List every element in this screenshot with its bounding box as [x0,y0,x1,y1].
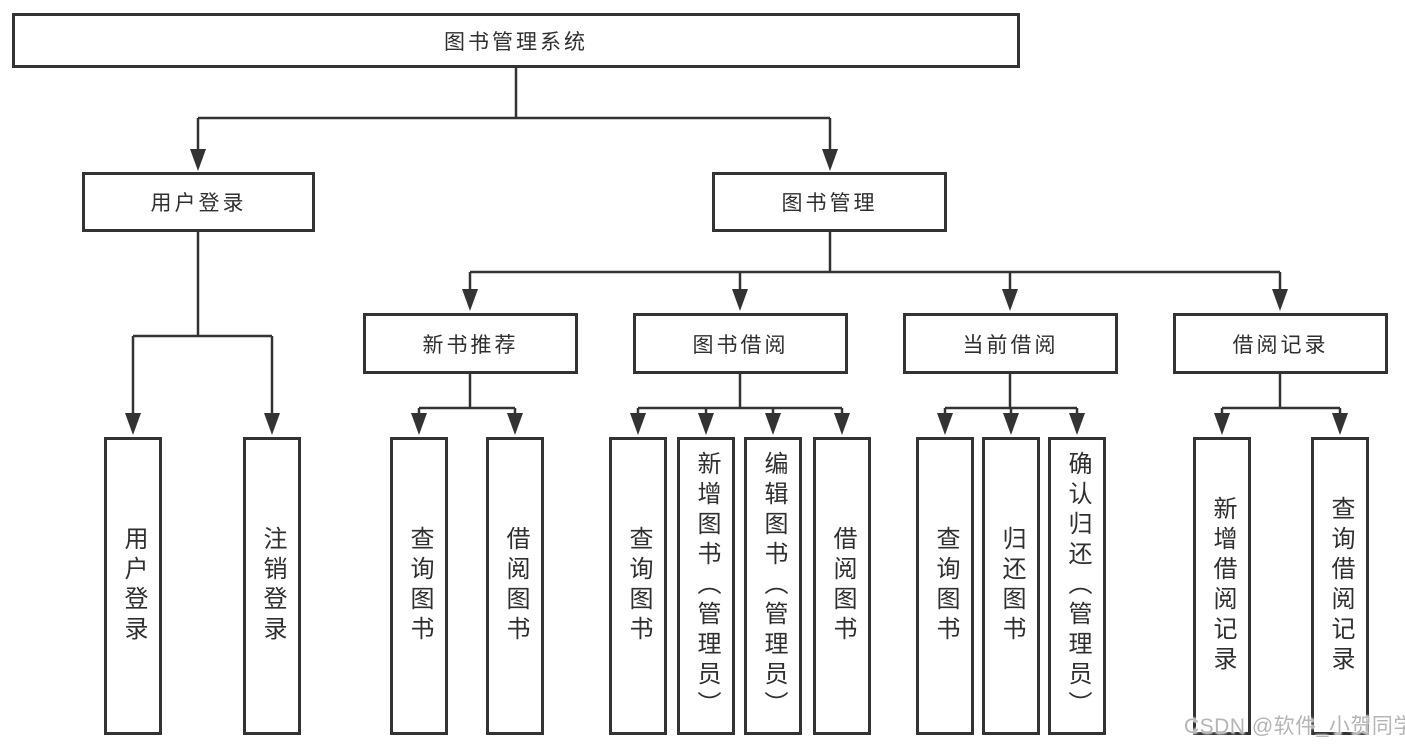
leaf-confirm-return-admin: 确认归还（管理员） [1048,437,1106,735]
connector-borrow-records-to-leaves [1214,374,1348,435]
leaf-add-borrow-record: 新增借阅记录 [1193,437,1251,735]
connector-current-borrow-to-leaves [937,374,1085,435]
connector-book-management-to-modules [462,232,1288,311]
node-library-management-system: 图书管理系统 [12,13,1020,68]
node-book-management: 图书管理 [712,172,947,232]
node-user-login: 用户登录 [82,172,315,232]
leaf-return-book: 归还图书 [982,437,1040,735]
leaf-edit-book-admin: 编辑图书（管理员） [744,437,802,735]
node-new-book-recommendation: 新书推荐 [363,313,578,374]
leaf-query-borrow-record: 查询借阅记录 [1311,437,1369,735]
node-book-borrowing: 图书借阅 [633,313,848,374]
leaf-logout: 注销登录 [243,437,301,735]
leaf-query-books-borrow: 查询图书 [609,437,667,735]
connector-book-borrow-to-leaves [630,374,850,435]
leaf-query-books-newbook: 查询图书 [390,437,448,735]
leaf-borrow-books-borrow: 借阅图书 [813,437,871,735]
leaf-user-login: 用户登录 [104,437,162,735]
watermark: CSDN @软件_小贺同学 [1184,715,1405,738]
node-current-borrowing: 当前借阅 [903,313,1118,374]
connector-user-login-to-leaves [125,232,280,435]
leaf-query-books-current: 查询图书 [916,437,974,735]
leaf-add-book-admin: 新增图书（管理员） [677,437,735,735]
node-borrowing-records: 借阅记录 [1173,313,1388,374]
connector-new-book-to-leaves [411,374,523,435]
connector-root-to-branches [190,68,838,171]
leaf-borrow-books-newbook: 借阅图书 [486,437,544,735]
